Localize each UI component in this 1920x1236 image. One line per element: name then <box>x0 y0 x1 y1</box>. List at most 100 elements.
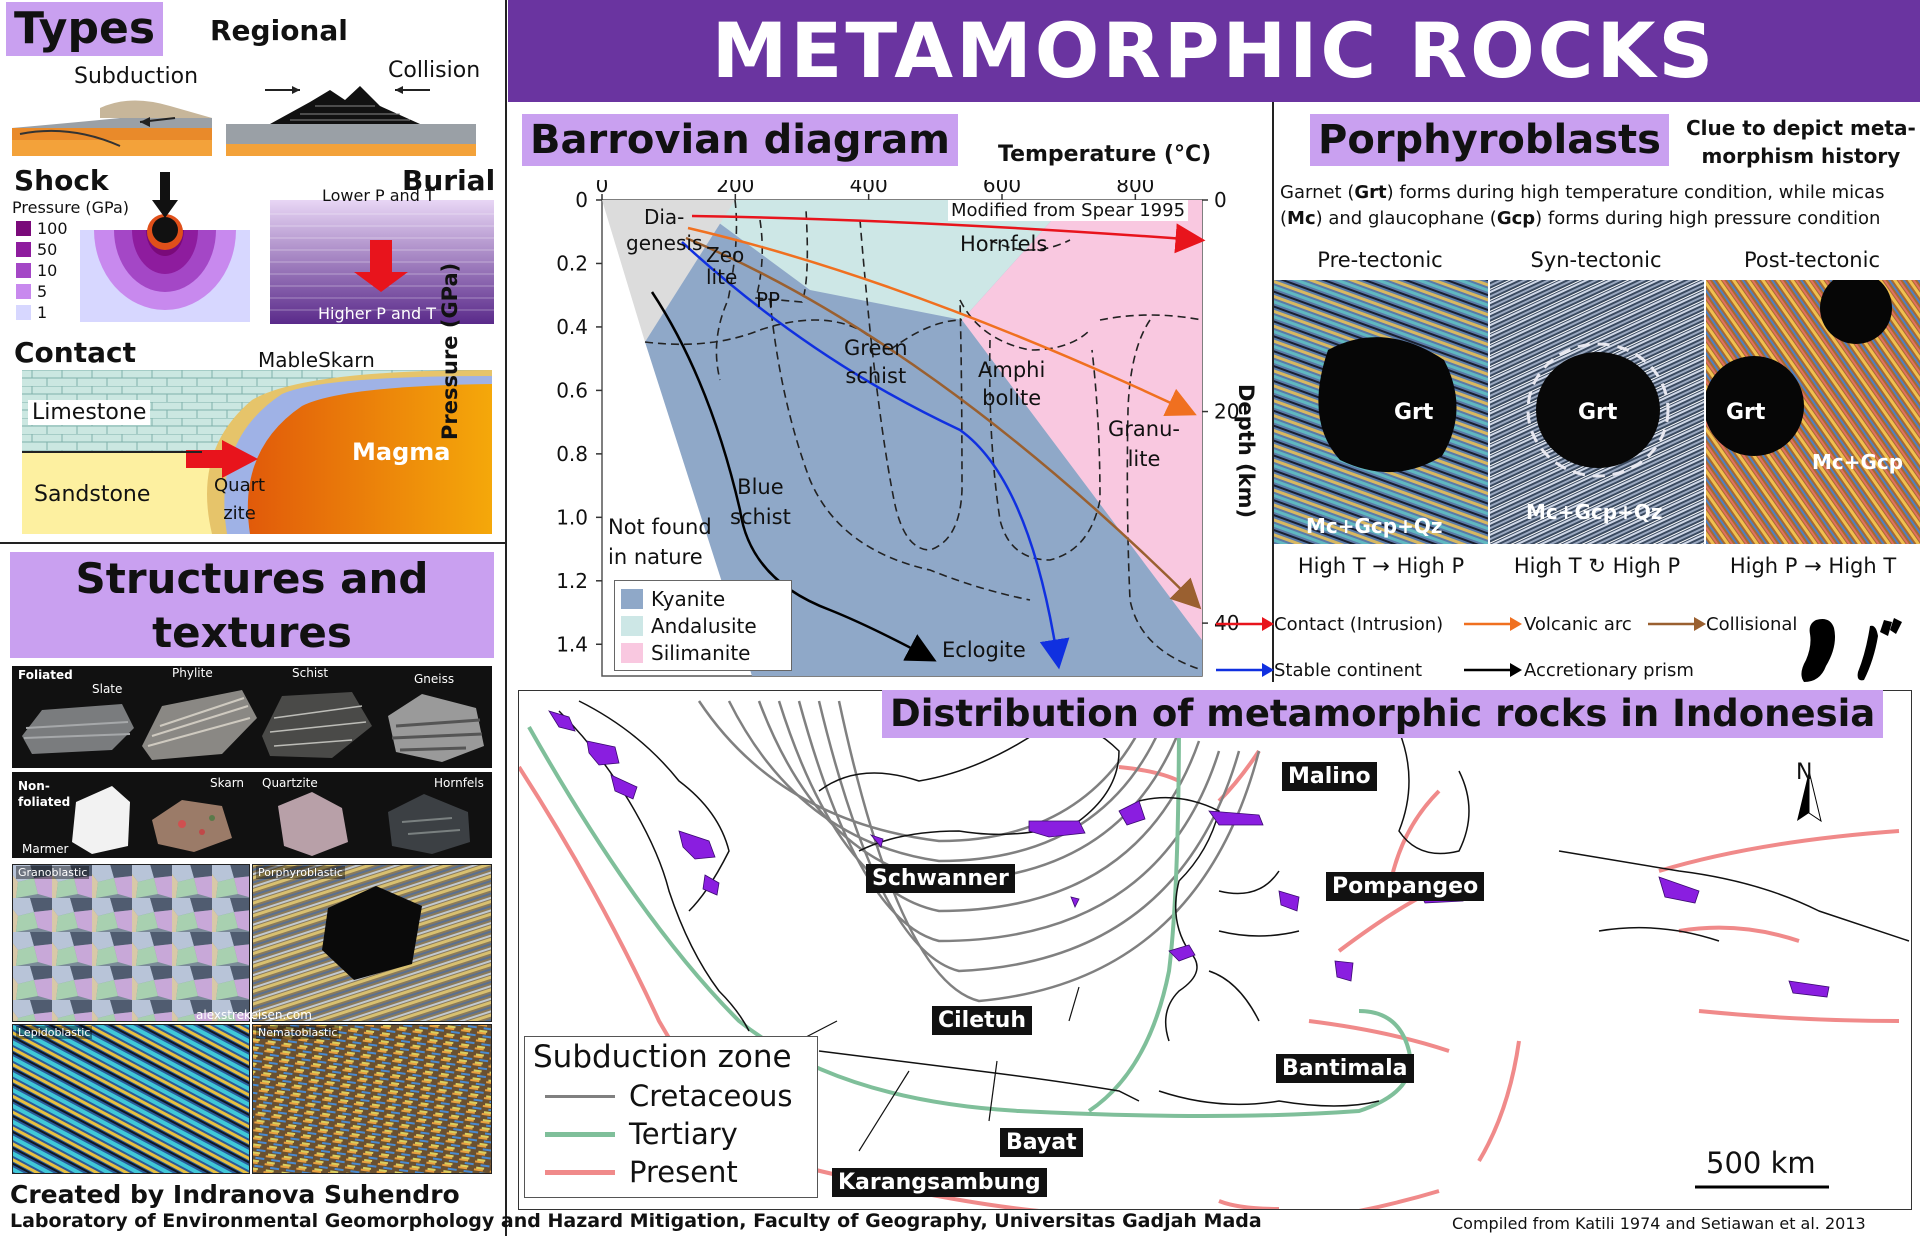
mineral-legend: Kyanite Andalusite Silimanite <box>614 580 792 671</box>
regional-sketch <box>12 86 476 156</box>
pre-seq-b: High P <box>1396 554 1465 578</box>
nonfoliated-rocks-images <box>72 786 470 856</box>
regional-label: Regional <box>210 14 348 47</box>
texture-granoblastic-image <box>12 864 250 1022</box>
burial-top-label: Lower P and T <box>322 186 435 205</box>
pressure-swatch <box>16 263 31 278</box>
pressure-swatch <box>16 242 31 257</box>
north-label: N <box>1796 760 1813 785</box>
structures-heading-line2: textures <box>152 608 352 657</box>
pre-seq-a: High T <box>1297 554 1366 578</box>
pressure-tick-label: 1.2 <box>556 569 588 593</box>
desc-part: ) and glaucophane ( <box>1315 208 1497 229</box>
barrovian-heading: Barrovian diagram <box>522 114 958 166</box>
pressure-swatch <box>16 284 31 299</box>
scale-label: 500 km <box>1706 1146 1816 1180</box>
rotate-arrow-icon: ↻ <box>1588 554 1606 578</box>
legend-swatch-silimanite <box>621 642 643 663</box>
chart-source-note: Modified from Spear 1995 <box>948 200 1189 221</box>
pre-grt-label: Grt <box>1394 400 1434 425</box>
facies-granulite: Granu- lite <box>1108 417 1180 471</box>
legend-swatch-kyanite <box>621 588 643 609</box>
limestone-label: Limestone <box>28 400 151 425</box>
rock-hornfels-label: Hornfels <box>434 776 484 790</box>
left-mid-divider <box>0 542 506 544</box>
temp-tick-label: 200 <box>716 180 754 197</box>
temp-tick-label: 600 <box>983 180 1021 197</box>
rock-quartzite-label: Quartzite <box>262 776 318 790</box>
site-malino: Malino <box>1282 762 1377 791</box>
texture-porphyroblastic-image <box>252 864 492 1022</box>
gradient-contact-label: Contact (Intrusion) <box>1274 614 1444 635</box>
syn-grt-label: Grt <box>1578 400 1618 425</box>
pressure-tick-label: 0.6 <box>556 378 588 402</box>
logo-mark-icon <box>1801 618 1902 682</box>
post-sequence: High P → High T <box>1706 554 1920 578</box>
gradient-collisional-label: Collisional <box>1706 614 1798 635</box>
legend-line-present <box>545 1169 615 1175</box>
shock-label: Shock <box>14 164 109 197</box>
texture-porphyroblastic-label: Porphyroblastic <box>256 866 345 879</box>
desc-part: ) forms during high temperature conditio… <box>1280 182 1885 229</box>
facies-notfound: Not found in nature <box>608 515 712 569</box>
quartzite-label: Quart zite <box>214 475 266 524</box>
pre-mineral-label: Mc+Gcp+Qz <box>1306 514 1443 538</box>
texture-nematoblastic-label: Nematoblastic <box>256 1026 340 1039</box>
site-bantimala: Bantimala <box>1276 1054 1414 1083</box>
site-bayat: Bayat <box>1000 1128 1083 1157</box>
burial-label: Burial <box>402 164 496 197</box>
legend-cretaceous: Cretaceous <box>629 1079 793 1113</box>
site-ciletuh: Ciletuh <box>932 1006 1032 1035</box>
post-grt-label: Grt <box>1726 400 1766 425</box>
legend-tertiary: Tertiary <box>629 1117 738 1151</box>
types-heading: Types <box>6 2 164 56</box>
pressure-axis-label: Pressure (GPa) <box>438 262 462 440</box>
post-tectonic-image <box>1706 280 1920 544</box>
depth-axis-label: Depth (km) <box>1234 384 1258 519</box>
legend-andalusite: Andalusite <box>651 613 757 638</box>
author-credit: Created by Indranova Suhendro <box>10 1180 460 1209</box>
pressure-level: 10 <box>37 261 58 280</box>
lab-credit: Laboratory of Environmental Geomorpholog… <box>10 1210 1262 1232</box>
porphyroblasts-desc: Garnet (Grt) forms during high temperatu… <box>1280 180 1916 232</box>
legend-kyanite: Kyanite <box>651 586 726 611</box>
pressure-swatch <box>16 305 31 320</box>
facies-hornfels: Hornfels <box>960 232 1048 256</box>
subduction-legend-title: Subduction zone <box>533 1039 792 1075</box>
foliated-rocks-images <box>22 690 484 762</box>
pressure-level: 5 <box>37 282 48 301</box>
arrow-right-icon: → <box>1372 554 1390 578</box>
legend-present: Present <box>629 1155 738 1189</box>
sandstone-label: Sandstone <box>34 482 151 507</box>
gradient-volcanic-label: Volcanic arc <box>1524 614 1632 635</box>
texture-nematoblastic-image <box>252 1024 492 1174</box>
syn-sequence: High T ↻ High P <box>1490 554 1704 578</box>
facies-diagenesis: Dia- genesis <box>626 205 703 255</box>
pressure-swatch <box>16 221 31 236</box>
pre-tectonic-title: Pre-tectonic <box>1317 248 1443 272</box>
legend-line-cretaceous <box>545 1094 615 1098</box>
desc-gcp: Gcp <box>1496 208 1536 229</box>
facies-zeolite: Zeo lite <box>706 243 745 289</box>
magma-label: Magma <box>352 438 451 466</box>
foliated-label: Foliated <box>18 668 73 682</box>
pressure-tick-label: 0 <box>575 188 588 212</box>
syn-mineral-label: Mc+Gcp+Qz <box>1526 500 1663 524</box>
post-seq-a: High P <box>1729 554 1798 578</box>
gradient-accretionary-label: Accretionary prism <box>1524 660 1694 681</box>
contact-label: Contact <box>14 336 136 369</box>
contact-sketch <box>22 370 492 534</box>
temperature-axis-label: Temperature (°C) <box>998 142 1212 167</box>
porphyroblasts-heading: Porphyroblasts <box>1310 114 1669 166</box>
gradient-stable-label: Stable continent <box>1274 660 1423 681</box>
desc-part: ) forms during high pressure condition <box>1535 208 1881 229</box>
rock-slate-label: Slate <box>92 682 123 696</box>
temp-tick-label: 400 <box>850 180 888 197</box>
facies-amphibolite: Amphi bolite <box>978 358 1046 410</box>
syn-seq-b: High P <box>1612 554 1681 578</box>
syn-tectonic-title: Syn-tectonic <box>1530 248 1662 272</box>
mableskarn-label: MableSkarn <box>258 348 375 372</box>
burial-sketch <box>270 200 494 324</box>
desc-grt: Grt <box>1354 182 1387 203</box>
